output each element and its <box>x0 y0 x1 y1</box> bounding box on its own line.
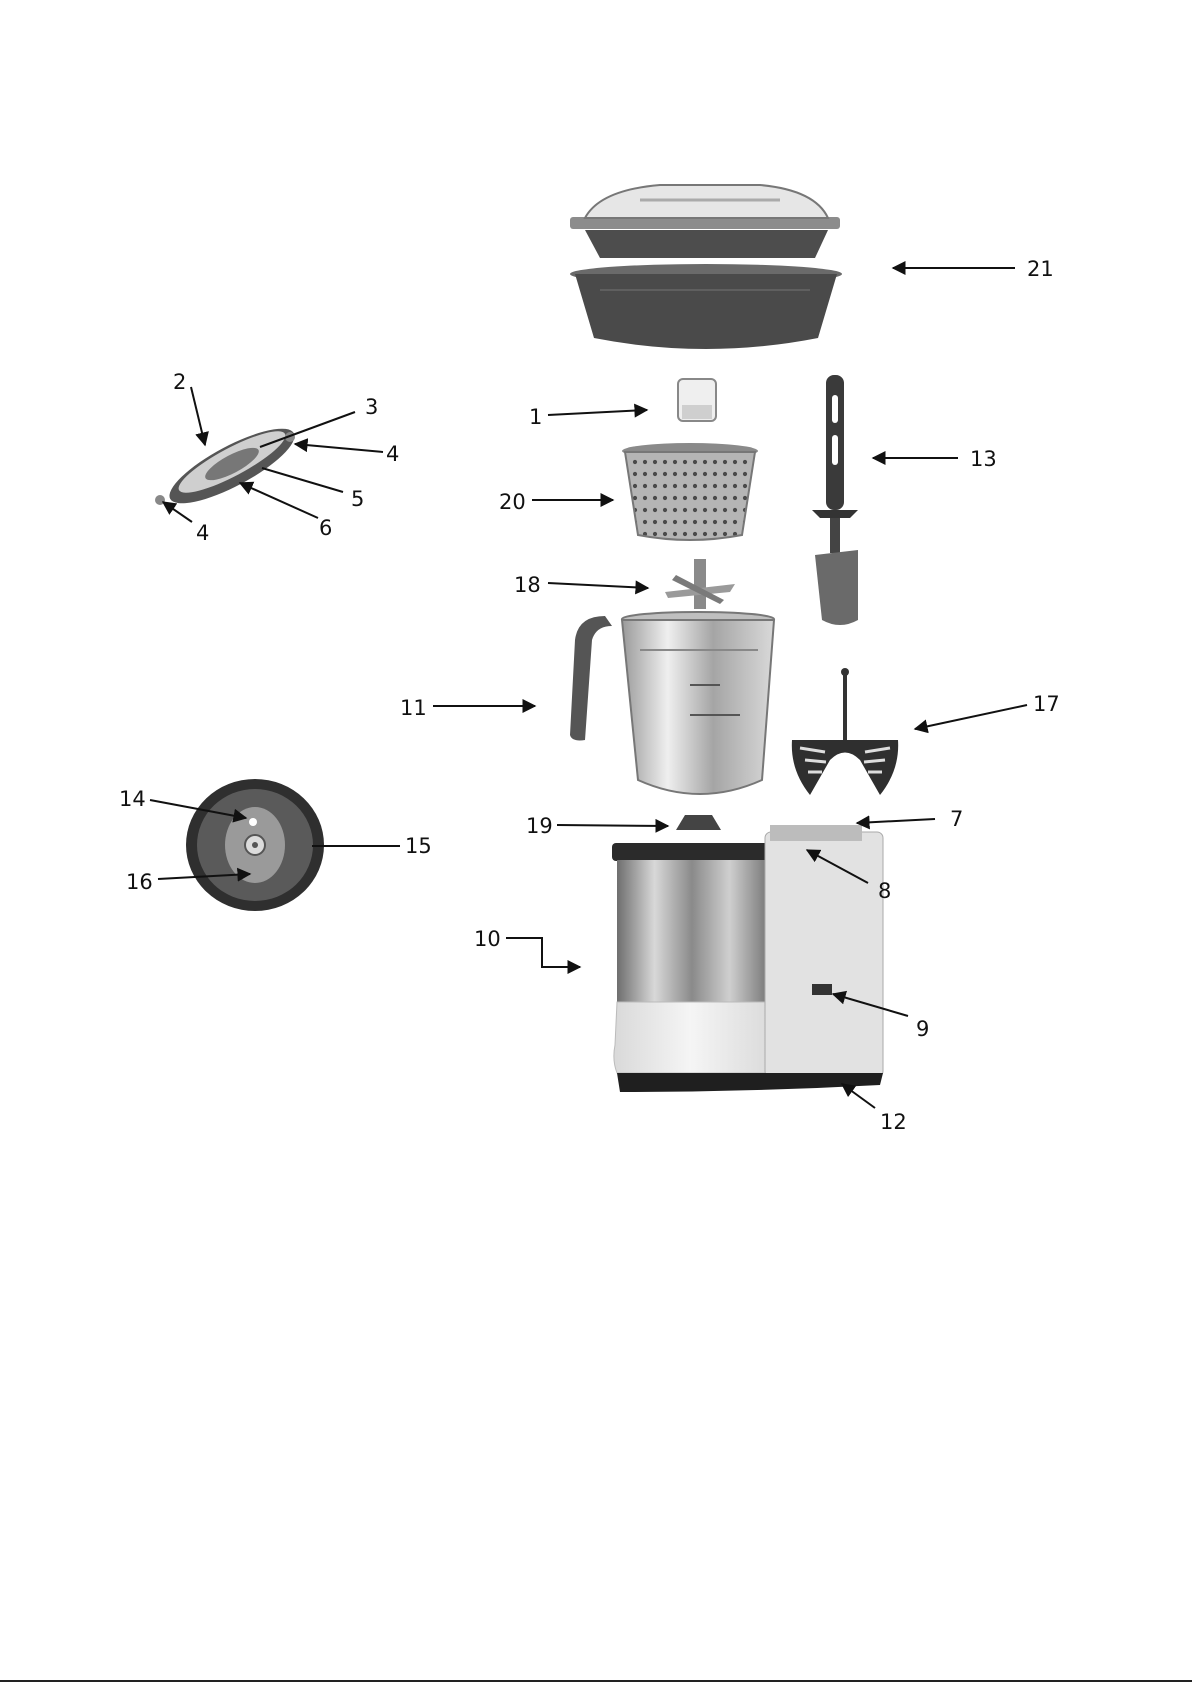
callout-20: 20 <box>499 490 526 514</box>
leader-2 <box>191 387 205 445</box>
spatula-illustration <box>812 375 858 625</box>
leader-12 <box>842 1084 875 1108</box>
callout-1: 1 <box>529 405 542 429</box>
blade-illustration <box>665 559 735 609</box>
leader-7 <box>857 819 935 823</box>
callout-15: 15 <box>405 834 432 858</box>
seal-illustration <box>676 815 721 830</box>
steamer-bowl-illustration <box>570 264 842 349</box>
callout-13: 13 <box>970 447 997 471</box>
callout-labels: 21 1 20 18 11 19 10 13 17 7 8 9 12 2 3 4… <box>119 257 1060 1134</box>
callout-8: 8 <box>878 879 891 903</box>
whisk-illustration <box>792 668 898 795</box>
callout-11: 11 <box>400 696 427 720</box>
callout-10: 10 <box>474 927 501 951</box>
leader-5 <box>262 468 343 492</box>
callout-18: 18 <box>514 573 541 597</box>
page-bottom-rule <box>0 1680 1192 1682</box>
steaming-basket-illustration <box>622 443 758 540</box>
leader-17 <box>915 705 1027 729</box>
leader-4a <box>295 444 383 452</box>
callout-9: 9 <box>916 1017 929 1041</box>
steamer-lid-illustration <box>570 185 840 258</box>
leader-1 <box>548 410 647 415</box>
callout-6: 6 <box>319 516 332 540</box>
leader-10 <box>506 938 580 967</box>
callout-3: 3 <box>365 395 378 419</box>
leader-6 <box>240 483 318 518</box>
leader-18 <box>548 583 648 588</box>
callout-4-right: 4 <box>386 442 399 466</box>
callout-2: 2 <box>173 370 186 394</box>
base-underside-illustration <box>186 779 324 911</box>
callout-14: 14 <box>119 787 146 811</box>
measuring-cup-illustration <box>678 379 716 421</box>
callout-12: 12 <box>880 1110 907 1134</box>
callout-16: 16 <box>126 870 153 894</box>
callout-4-left: 4 <box>196 521 209 545</box>
callout-19: 19 <box>526 814 553 838</box>
leader-19 <box>557 825 668 826</box>
callout-17: 17 <box>1033 692 1060 716</box>
callout-21: 21 <box>1027 257 1054 281</box>
callout-7: 7 <box>950 807 963 831</box>
mixing-bowl-illustration <box>570 612 774 794</box>
callout-5: 5 <box>351 487 364 511</box>
main-unit-illustration <box>612 825 883 1092</box>
leader-4b <box>163 502 192 522</box>
